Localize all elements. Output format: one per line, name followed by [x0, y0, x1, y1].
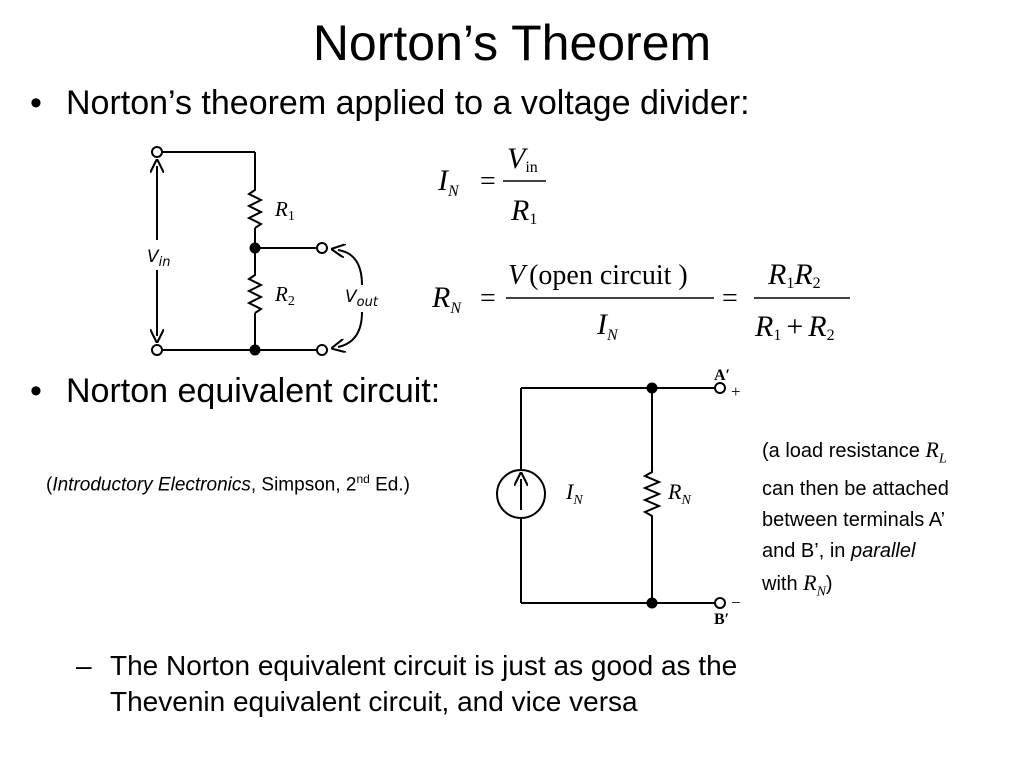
load-resistance-note: (a load resistance RL can then be attach…: [762, 434, 949, 608]
voltage-divider-circuit: [151, 146, 363, 356]
bullet-voltage-divider-text: Norton’s theorem applied to a voltage di…: [66, 84, 750, 122]
note-line5-pre: with: [762, 573, 804, 596]
slide-title: Norton’s Theorem: [312, 15, 712, 71]
sub-bullet-line2: Thevenin equivalent circuit, and vice ve…: [110, 686, 638, 717]
note-rl-r: R: [925, 437, 939, 462]
eq1-lhs: IN: [437, 164, 460, 200]
r1-label: R1: [274, 197, 295, 224]
terminal-vin-bottom: [151, 344, 163, 356]
equation-norton-resistance: RN = V(open circuit ) IN = R1R2 R1+R2: [431, 258, 850, 344]
bullet-norton-equivalent-text: Norton equivalent circuit:: [66, 372, 441, 410]
norton-equivalent-circuit: [496, 382, 726, 609]
vin-label: Vin: [147, 247, 171, 270]
eq2-equals: =: [480, 283, 496, 314]
eq1-equals: =: [480, 166, 496, 197]
note-line5: with RN): [762, 567, 949, 607]
terminal-b-sign: −: [731, 593, 741, 612]
r2-label: R2: [274, 282, 295, 309]
eq2-denominator: IN: [596, 308, 619, 344]
node-dot-top: [646, 382, 658, 394]
norton-in-label: IN: [565, 479, 583, 508]
equation-norton-current: IN = Vin R1: [437, 142, 546, 228]
vout-arrow-up: [338, 250, 363, 286]
terminal-b: [714, 597, 726, 609]
bullet-norton-equivalent: • Norton equivalent circuit:: [30, 372, 440, 411]
norton-wires: [520, 387, 714, 604]
citation-rest: , Simpson, 2: [250, 474, 357, 496]
note-rn-symbol: RN: [803, 570, 826, 599]
note-line4-pre: and B’, in: [762, 540, 851, 563]
terminal-b-label: B′: [714, 611, 729, 628]
eq1-numerator: Vin: [507, 142, 538, 176]
norton-rn-label: RN: [667, 479, 691, 508]
note-rn-r: R: [803, 570, 817, 596]
note-line2: can then be attached: [762, 478, 949, 501]
eq2-numerator: V(open circuit ): [508, 260, 688, 291]
sub-bullet-line1: The Norton equivalent circuit is just as…: [110, 650, 738, 681]
note-rl-symbol: RL: [925, 437, 946, 466]
terminal-vout-bottom: [316, 344, 328, 356]
citation-sup: nd: [356, 472, 370, 486]
resistor-rn: [642, 466, 662, 522]
node-dot-bottom: [249, 344, 261, 356]
terminal-a-sign: +: [731, 382, 741, 401]
node-dot-mid: [249, 242, 261, 254]
current-source: [496, 469, 546, 519]
divider-wires: [162, 151, 317, 351]
citation-book-title: Introductory Electronics: [52, 474, 251, 496]
terminal-a: [714, 382, 726, 394]
resistor-r2: [246, 270, 264, 314]
note-rn-sub: N: [816, 584, 826, 600]
eq2-lhs: RN: [431, 281, 462, 317]
note-line5-post: ): [825, 573, 833, 596]
note-rl-sub: L: [938, 451, 947, 467]
citation-open: (: [46, 474, 53, 496]
terminal-vin-top: [151, 146, 163, 158]
vout-arrow-down: [338, 311, 363, 347]
resistor-r1: [246, 185, 264, 229]
sub-bullet-dash: –: [76, 650, 92, 681]
terminal-vout-top: [316, 242, 328, 254]
note-parallel: parallel: [850, 540, 916, 563]
vout-label: Vout: [345, 287, 379, 310]
citation: (Introductory Electronics, Simpson, 2nd …: [46, 472, 410, 496]
note-line3: between terminals A’: [762, 509, 946, 532]
note-line1-text: (a load resistance: [762, 440, 926, 462]
note-line1: (a load resistance RL: [762, 434, 949, 474]
note-line4: and B’, in parallel: [762, 536, 949, 567]
eq1-denominator: R1: [510, 194, 537, 228]
citation-close: Ed.): [369, 474, 410, 496]
eq2-sum: R1+R2: [754, 310, 835, 344]
terminal-a-label: A′: [714, 367, 730, 384]
bullet-dot: •: [30, 372, 42, 410]
bullet-dot: •: [30, 84, 42, 122]
bullet-voltage-divider: • Norton’s theorem applied to a voltage d…: [30, 84, 750, 123]
eq2-equals-2: =: [722, 283, 738, 314]
eq2-product: R1R2: [767, 258, 821, 292]
node-dot-bottom-norton: [646, 597, 658, 609]
